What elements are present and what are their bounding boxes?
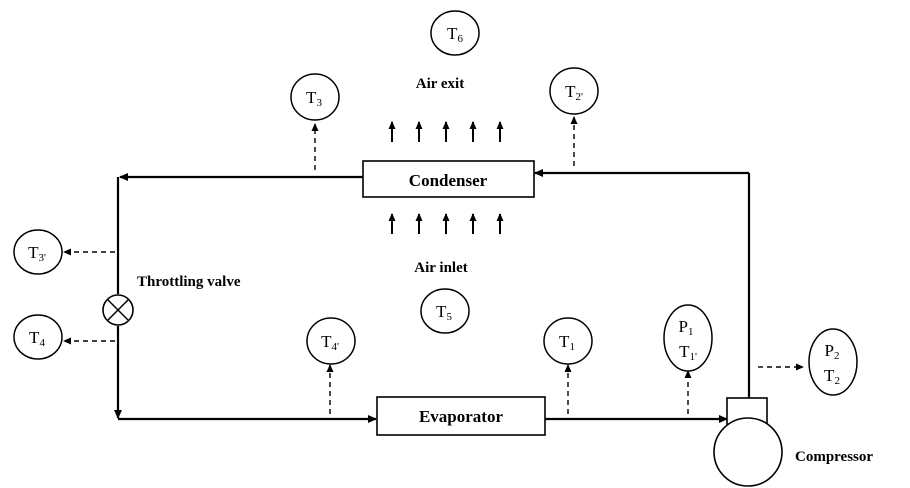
refrigerant-loop	[114, 169, 751, 423]
svg-text:T2': T2'	[565, 82, 583, 103]
svg-text:T5: T5	[436, 302, 452, 323]
svg-text:T6: T6	[447, 24, 463, 45]
svg-text:T2: T2	[824, 366, 840, 387]
evaporator: Evaporator	[376, 396, 546, 436]
sensor-t6: T6	[430, 10, 480, 56]
svg-text:P1: P1	[679, 317, 694, 338]
sensor-t2-prime: T2'	[549, 67, 599, 115]
condenser-label: Condenser	[409, 171, 488, 190]
svg-text:T3: T3	[306, 88, 322, 109]
sensor-t4: T4	[13, 314, 63, 360]
svg-text:T4: T4	[29, 328, 45, 349]
svg-text:P2: P2	[825, 341, 840, 362]
sensor-t5: T5	[420, 288, 470, 334]
compressor-label: Compressor	[795, 449, 873, 465]
measurement-leads	[63, 116, 804, 414]
evaporator-label: Evaporator	[419, 407, 504, 426]
air-inlet-arrows	[388, 213, 504, 234]
air-inlet-label: Air inlet	[414, 260, 467, 276]
condenser: Condenser	[362, 160, 535, 198]
sensor-p1-t1-prime: P1 T1'	[663, 304, 713, 372]
svg-text:T3': T3'	[28, 243, 46, 264]
sensor-t4-prime: T4'	[306, 317, 356, 365]
sensor-p2-t2: P2 T2	[808, 328, 858, 396]
sensor-t3-prime: T3'	[13, 229, 63, 275]
air-exit-arrows	[388, 121, 504, 142]
air-exit-label: Air exit	[416, 76, 464, 92]
compressor: Compressor	[713, 397, 873, 487]
svg-text:T4': T4'	[321, 332, 339, 353]
throttling-valve-label: Throttling valve	[137, 274, 241, 290]
throttling-valve: Throttling valve	[102, 274, 241, 326]
sensor-t1: T1	[543, 317, 593, 365]
svg-text:T1': T1'	[679, 342, 697, 363]
svg-text:T1: T1	[559, 332, 575, 353]
sensor-t3: T3	[290, 73, 340, 121]
